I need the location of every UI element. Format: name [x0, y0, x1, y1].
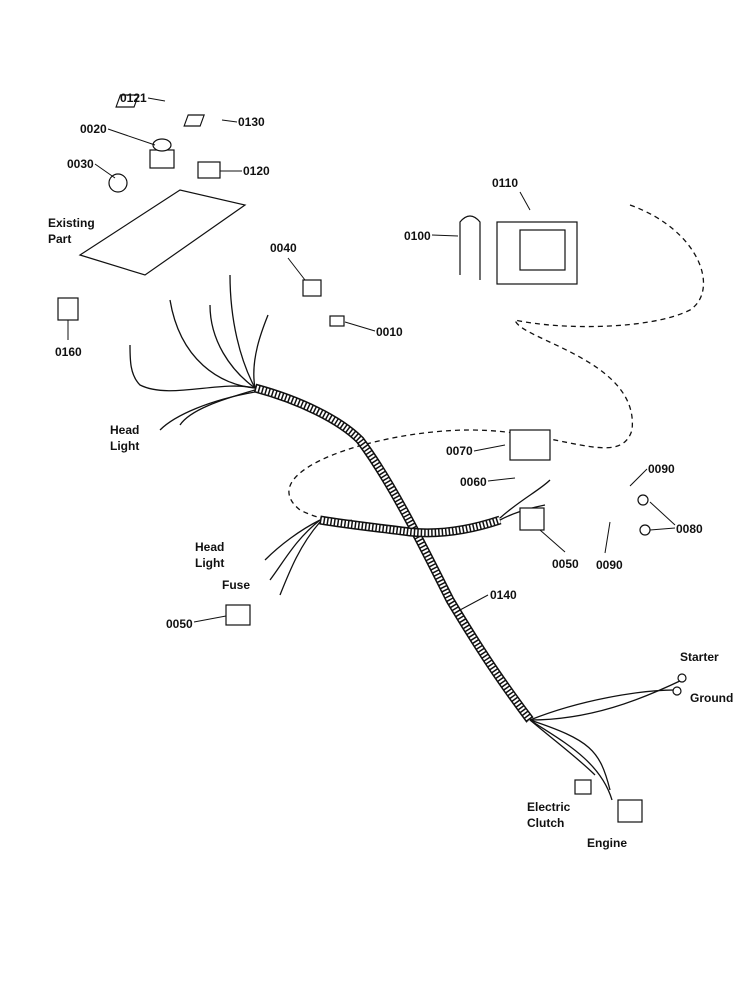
label-0010: 0010: [376, 325, 403, 339]
label-ground: Ground: [690, 691, 733, 705]
label-0070: 0070: [446, 444, 473, 458]
part-0040-relay: [302, 279, 322, 297]
label-head-light-a-2: Light: [110, 439, 139, 453]
label-engine: Engine: [587, 836, 627, 850]
engine-connector: [617, 799, 643, 823]
ground-ring-terminal: [672, 686, 682, 696]
part-0121-cap: [115, 94, 140, 108]
label-0030: 0030: [67, 157, 94, 171]
part-0130-cap: [183, 114, 205, 127]
wire-harness-0140: [253, 383, 534, 723]
part-0160-connector: [57, 297, 79, 321]
part-0070-solenoid: [509, 429, 551, 461]
part-0120-switch: [197, 161, 221, 179]
part-0030-ignition: [108, 173, 128, 193]
harness-branch-wires: [129, 274, 683, 801]
clutch-connector: [574, 779, 592, 795]
label-0060: 0060: [460, 475, 487, 489]
label-fuse: Fuse: [222, 578, 250, 592]
label-0090-b: 0090: [596, 558, 623, 572]
part-0100-hold-down: [459, 215, 481, 280]
label-electric-clutch-2: Clutch: [527, 816, 564, 830]
parts: [57, 94, 687, 823]
label-existing-part-2: Part: [48, 232, 71, 246]
label-head-light-b: Head: [195, 540, 224, 554]
label-starter: Starter: [680, 650, 719, 664]
label-0120: 0120: [243, 164, 270, 178]
part-0080-nut-a: [637, 494, 649, 506]
existing-part-panel: [78, 189, 247, 276]
label-electric-clutch: Electric: [527, 800, 571, 814]
label-0080: 0080: [676, 522, 703, 536]
label-0160: 0160: [55, 345, 82, 359]
part-0020-switch: [149, 138, 175, 169]
label-0130: 0130: [238, 115, 265, 129]
label-0050-b: 0050: [166, 617, 193, 631]
label-0040: 0040: [270, 241, 297, 255]
label-head-light-b-2: Light: [195, 556, 224, 570]
part-0080-nut-b: [639, 524, 651, 536]
part-0010-clip: [329, 315, 345, 327]
part-0050-connector-b: [225, 604, 251, 626]
label-0020: 0020: [80, 122, 107, 136]
label-existing-part: Existing: [48, 216, 95, 230]
label-head-light-a: Head: [110, 423, 139, 437]
label-0100: 0100: [404, 229, 431, 243]
leader-lines: [67, 97, 676, 623]
label-0121: 0121: [120, 91, 147, 105]
label-0090-a: 0090: [648, 462, 675, 476]
part-0110-battery: [496, 221, 578, 285]
part-0050-connector-a: [519, 507, 545, 531]
starter-ring-terminal: [677, 673, 687, 683]
label-0140: 0140: [490, 588, 517, 602]
label-0050-a: 0050: [552, 557, 579, 571]
battery-cable-dashed: [288, 204, 705, 522]
callout-labels: 0121 0130 0020 0120 0030 Existing Part 0…: [48, 91, 733, 850]
label-0110: 0110: [492, 176, 518, 190]
